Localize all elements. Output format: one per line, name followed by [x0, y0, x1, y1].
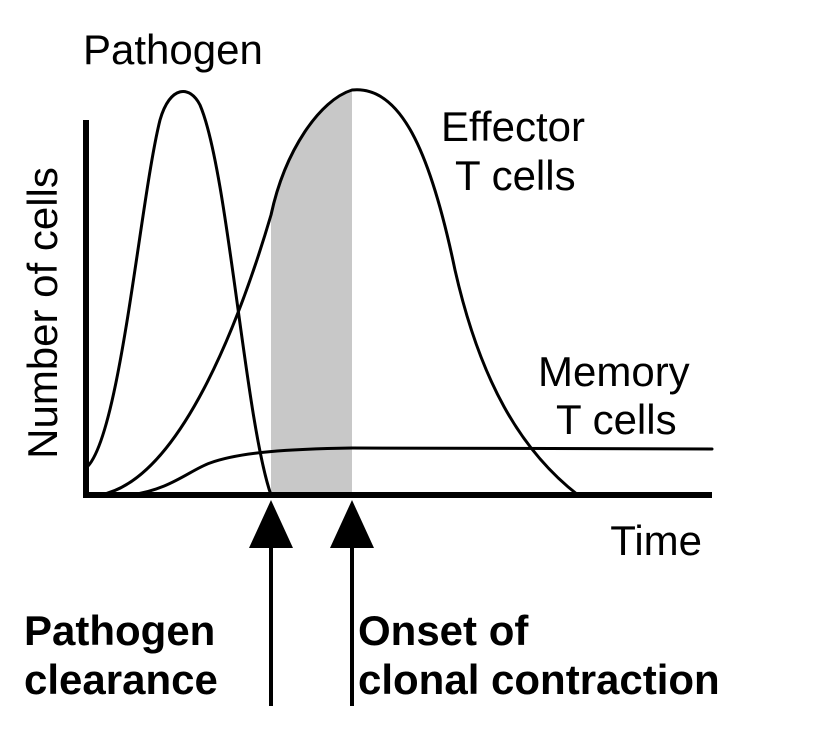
memory-t-cells-curve	[128, 446, 714, 497]
effector-label-line2: T cells	[455, 152, 576, 199]
pathogen-clearance-label-line1: Pathogen	[24, 607, 215, 654]
pathogen-clearance-arrowhead	[249, 500, 293, 548]
memory-label-line2: T cells	[556, 396, 677, 443]
pathogen-curve	[84, 90, 273, 497]
clearance-to-contraction-shading	[271, 90, 352, 495]
clonal-contraction-label-line1: Onset of	[358, 607, 529, 654]
y-axis-label: Number of cells	[19, 167, 66, 459]
pathogen-label: Pathogen	[83, 26, 263, 73]
effector-t-cells-curve	[98, 88, 580, 497]
x-axis-label: Time	[610, 517, 702, 564]
pathogen-clearance-label-line2: clearance	[24, 656, 218, 703]
clonal-contraction-arrowhead	[330, 500, 374, 548]
effector-label-line1: Effector	[441, 103, 585, 150]
memory-label-line1: Memory	[538, 348, 690, 395]
clonal-contraction-label-line2: clonal contraction	[358, 656, 720, 703]
